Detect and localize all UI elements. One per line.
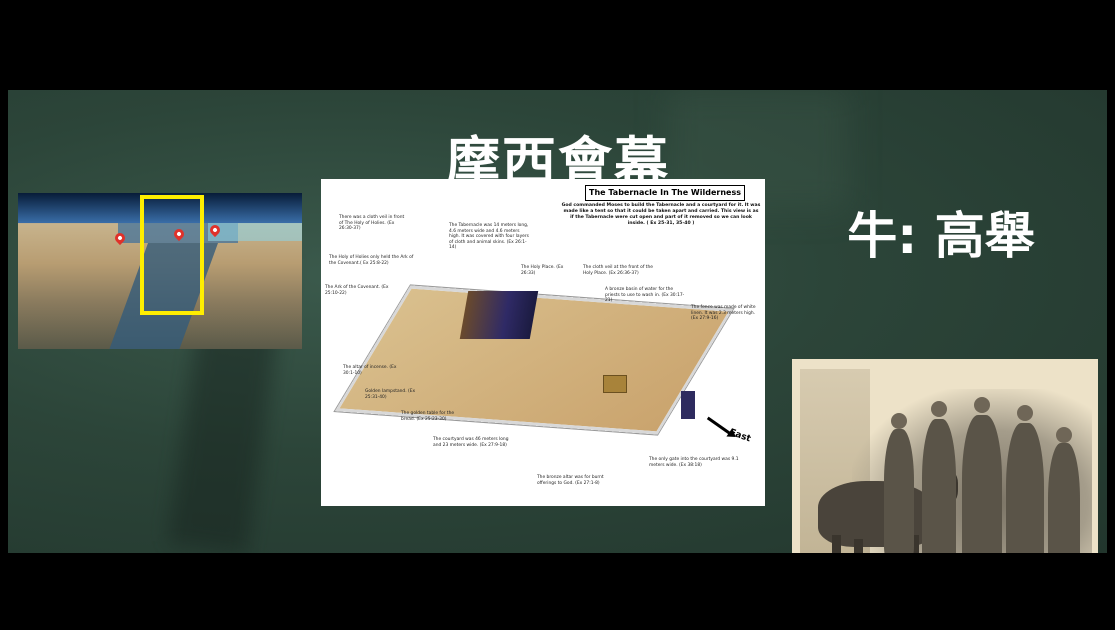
tabernacle-diagram: The Tabernacle In The Wilderness God com…	[321, 179, 765, 506]
annotation: The only gate into the courtyard was 9.1…	[649, 457, 739, 468]
priest-figure	[1006, 423, 1044, 553]
annotation: The bronze altar was for burnt offerings…	[537, 475, 604, 486]
annotation: The golden table for the bread. (Ex 25:2…	[401, 411, 455, 422]
tabernacle-tent-illustration	[459, 291, 539, 339]
annotation: A bronze basin of water for the priests …	[605, 287, 685, 304]
annotation: Golden lampstand. (Ex 25:31-40)	[365, 389, 416, 400]
annotation: The Holy Place. (Ex 26:33)	[521, 265, 564, 276]
annotation: The fence was made of white linen. It wa…	[691, 305, 756, 322]
priest-figure	[1048, 443, 1080, 553]
gate-illustration	[681, 391, 695, 419]
priest-head	[1056, 427, 1072, 443]
priest-head	[931, 401, 947, 417]
bull-leg	[832, 535, 841, 553]
annotation: The Ark of the Covenant. (Ex 25:10-22)	[325, 285, 389, 296]
priest-head	[1017, 405, 1033, 421]
map-image	[18, 193, 302, 349]
annotation: The Holy of Holies only held the Ark of …	[329, 255, 414, 266]
engraving-illustration	[792, 359, 1098, 553]
map-selection-box	[140, 195, 204, 315]
priest-figure	[884, 429, 914, 553]
compass-label: East	[727, 427, 752, 445]
slide-subtitle: 牛: 高舉	[847, 207, 1035, 265]
diagram-intro: God commanded Moses to build the Taberna…	[561, 203, 761, 226]
priest-figure	[962, 415, 1002, 553]
annotation: The cloth veil at the front of the Holy …	[583, 265, 653, 276]
bull-leg	[854, 539, 863, 553]
map-coast	[208, 223, 302, 241]
priest-figure	[922, 419, 956, 553]
annotation: The Tabernacle was 14 meters long, 4.6 m…	[449, 223, 529, 251]
annotation: There was a cloth veil in front of The H…	[339, 215, 405, 232]
bull-leg	[910, 535, 919, 553]
priest-head	[974, 397, 990, 413]
slide-background: 摩西會幕 牛: 高舉 The Tabernacle In The Wildern…	[8, 90, 1107, 553]
priest-head	[891, 413, 907, 429]
annotation: The altar of incense. (Ex 30:1-10)	[343, 365, 397, 376]
annotation: The courtyard was 46 meters long and 23 …	[433, 437, 509, 448]
bronze-altar-illustration	[603, 375, 627, 393]
diagram-title: The Tabernacle In The Wilderness	[585, 185, 745, 201]
